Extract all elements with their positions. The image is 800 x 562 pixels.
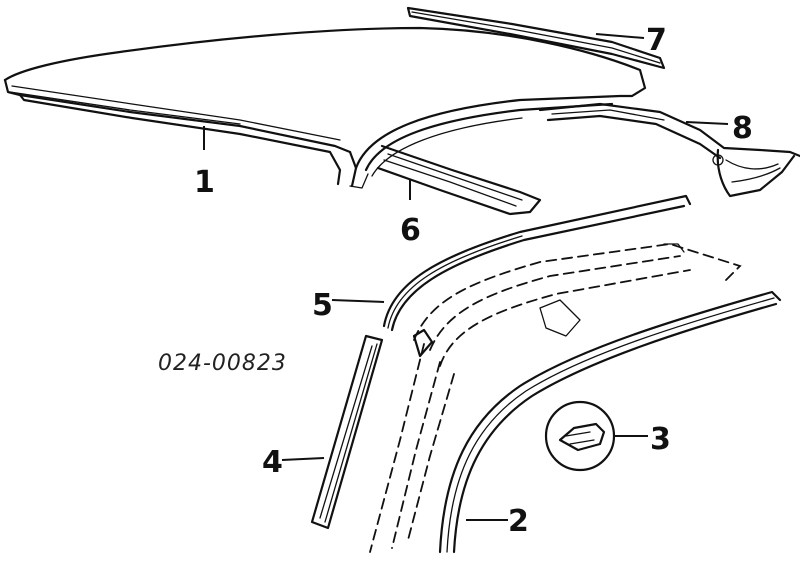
- part-8-rear-molding: [538, 102, 800, 198]
- callout-labels: 1 2 3 4 5 6 7 8: [194, 23, 753, 539]
- part-7-roof-rail-molding: [406, 6, 666, 70]
- callout-6: 6: [400, 213, 421, 248]
- diagram-part-number: 024-00823: [158, 351, 287, 376]
- part-3-retainer-clip: [544, 400, 616, 472]
- callout-7: 7: [646, 23, 667, 58]
- callout-1: 1: [194, 165, 215, 200]
- part-6-header-molding: [376, 144, 542, 216]
- part-5-pillar-weatherstrip: [382, 194, 692, 332]
- callout-5: 5: [312, 288, 333, 323]
- callout-2: 2: [508, 504, 529, 539]
- leader-lines: [203, 33, 729, 521]
- callout-8: 8: [732, 111, 753, 146]
- door-opening-frame: [369, 243, 742, 553]
- callout-4: 4: [262, 445, 283, 480]
- part-2-quarter-weatherstrip: [438, 290, 782, 554]
- part-1-roof-panel: [3, 26, 647, 189]
- callout-3: 3: [650, 422, 671, 457]
- part-4-a-pillar-molding: [310, 334, 384, 530]
